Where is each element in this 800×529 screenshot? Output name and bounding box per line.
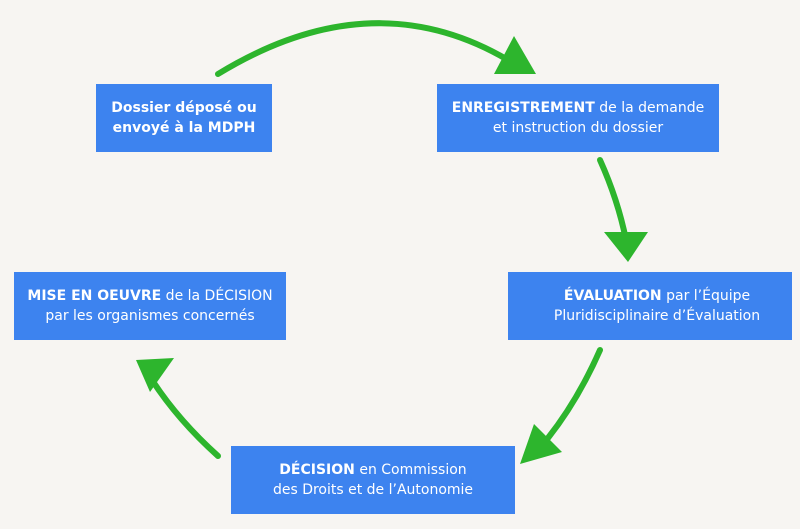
step-1-line-2: envoyé à la MDPH [113, 118, 256, 138]
step-2-line-1-lead: ENREGISTREMENT [451, 100, 595, 116]
step-3-line-2-rest: Pluridisciplinaire d’Évaluation [553, 308, 761, 324]
arrowhead-2 [604, 232, 648, 262]
step-1-line-1: Dossier déposé ou [111, 98, 256, 118]
arrow-registration-to-evaluation [597, 157, 629, 243]
step-decision: DÉCISION en Commission des Droits et de … [231, 446, 515, 514]
arrowhead-1 [494, 36, 536, 74]
step-3-line-2: Pluridisciplinaire d’Évaluation [554, 306, 760, 326]
step-4-line-2-rest: des Droits et de l’Autonomie [272, 482, 474, 498]
step-4-line-1: DÉCISION en Commission [279, 460, 466, 480]
arrow-deposit-to-registration [215, 20, 511, 77]
step-5-line-1-rest: de la DÉCISION [161, 288, 273, 304]
step-2-line-2-rest: et instruction du dossier [492, 120, 664, 136]
arrow-decision-to-implementation [149, 377, 221, 459]
step-1-line-2-lead: envoyé à la MDPH [112, 120, 256, 136]
step-1-line-1-lead: Dossier déposé ou [111, 100, 257, 116]
step-3-line-1: ÉVALUATION par l’Équipe [564, 286, 750, 306]
step-2-line-1-rest: de la demande [594, 100, 705, 116]
step-2-line-2: et instruction du dossier [493, 118, 663, 138]
step-5-line-2-rest: par les organismes concernés [45, 308, 255, 324]
step-5-line-2: par les organismes concernés [45, 306, 254, 326]
step-mise-en-oeuvre: MISE EN OEUVRE de la DÉCISION par les or… [14, 272, 286, 340]
step-3-line-1-rest: par l’Équipe [661, 288, 751, 304]
step-enregistrement: ENREGISTREMENT de la demande et instruct… [437, 84, 719, 152]
step-2-line-1: ENREGISTREMENT de la demande [452, 98, 704, 118]
step-4-line-1-rest: en Commission [354, 462, 467, 478]
step-3-line-1-lead: ÉVALUATION [563, 288, 662, 304]
step-evaluation: ÉVALUATION par l’Équipe Pluridisciplinai… [508, 272, 792, 340]
step-5-line-1-lead: MISE EN OEUVRE [27, 288, 162, 304]
step-dossier-depose: Dossier déposé ou envoyé à la MDPH [96, 84, 272, 152]
step-5-line-1: MISE EN OEUVRE de la DÉCISION [27, 286, 272, 306]
arrowhead-4 [136, 358, 174, 392]
step-4-line-2: des Droits et de l’Autonomie [273, 480, 473, 500]
step-4-line-1-lead: DÉCISION [279, 462, 355, 478]
arrow-evaluation-to-decision [545, 347, 603, 441]
arrowhead-3 [520, 424, 562, 464]
